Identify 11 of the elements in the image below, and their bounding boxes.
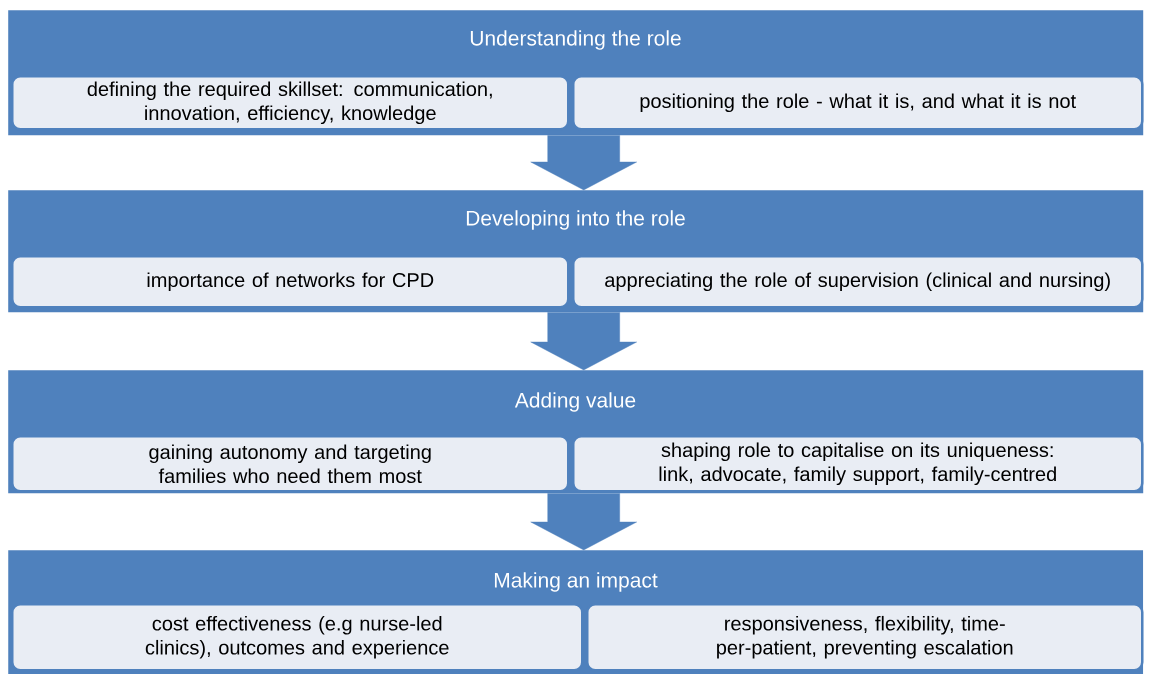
arrow	[530, 135, 637, 191]
text-box: appreciating the role of supervision (clinical and nursing)	[572, 255, 1144, 309]
arrow	[530, 312, 637, 371]
text-box: gaining autonomy and targeting families who need them most	[11, 435, 570, 493]
text-box: responsiveness, flexibility, time-per-patient, preventing escalation	[586, 603, 1144, 672]
text-box: defining the required skillset: communication, innovation, efficiency, knowledge	[11, 75, 570, 131]
text-box: positioning the role - what it is, and what it is not	[572, 75, 1144, 131]
text-box: importance of networks for CPD	[11, 255, 570, 309]
text-box: cost effectiveness (e.g nurse-led clinics), outcomes and experience	[11, 603, 584, 672]
text-box: shaping role to capitalise on its uniqueness: link, advocate, family support, family-centred	[572, 435, 1144, 493]
arrow	[530, 493, 637, 551]
